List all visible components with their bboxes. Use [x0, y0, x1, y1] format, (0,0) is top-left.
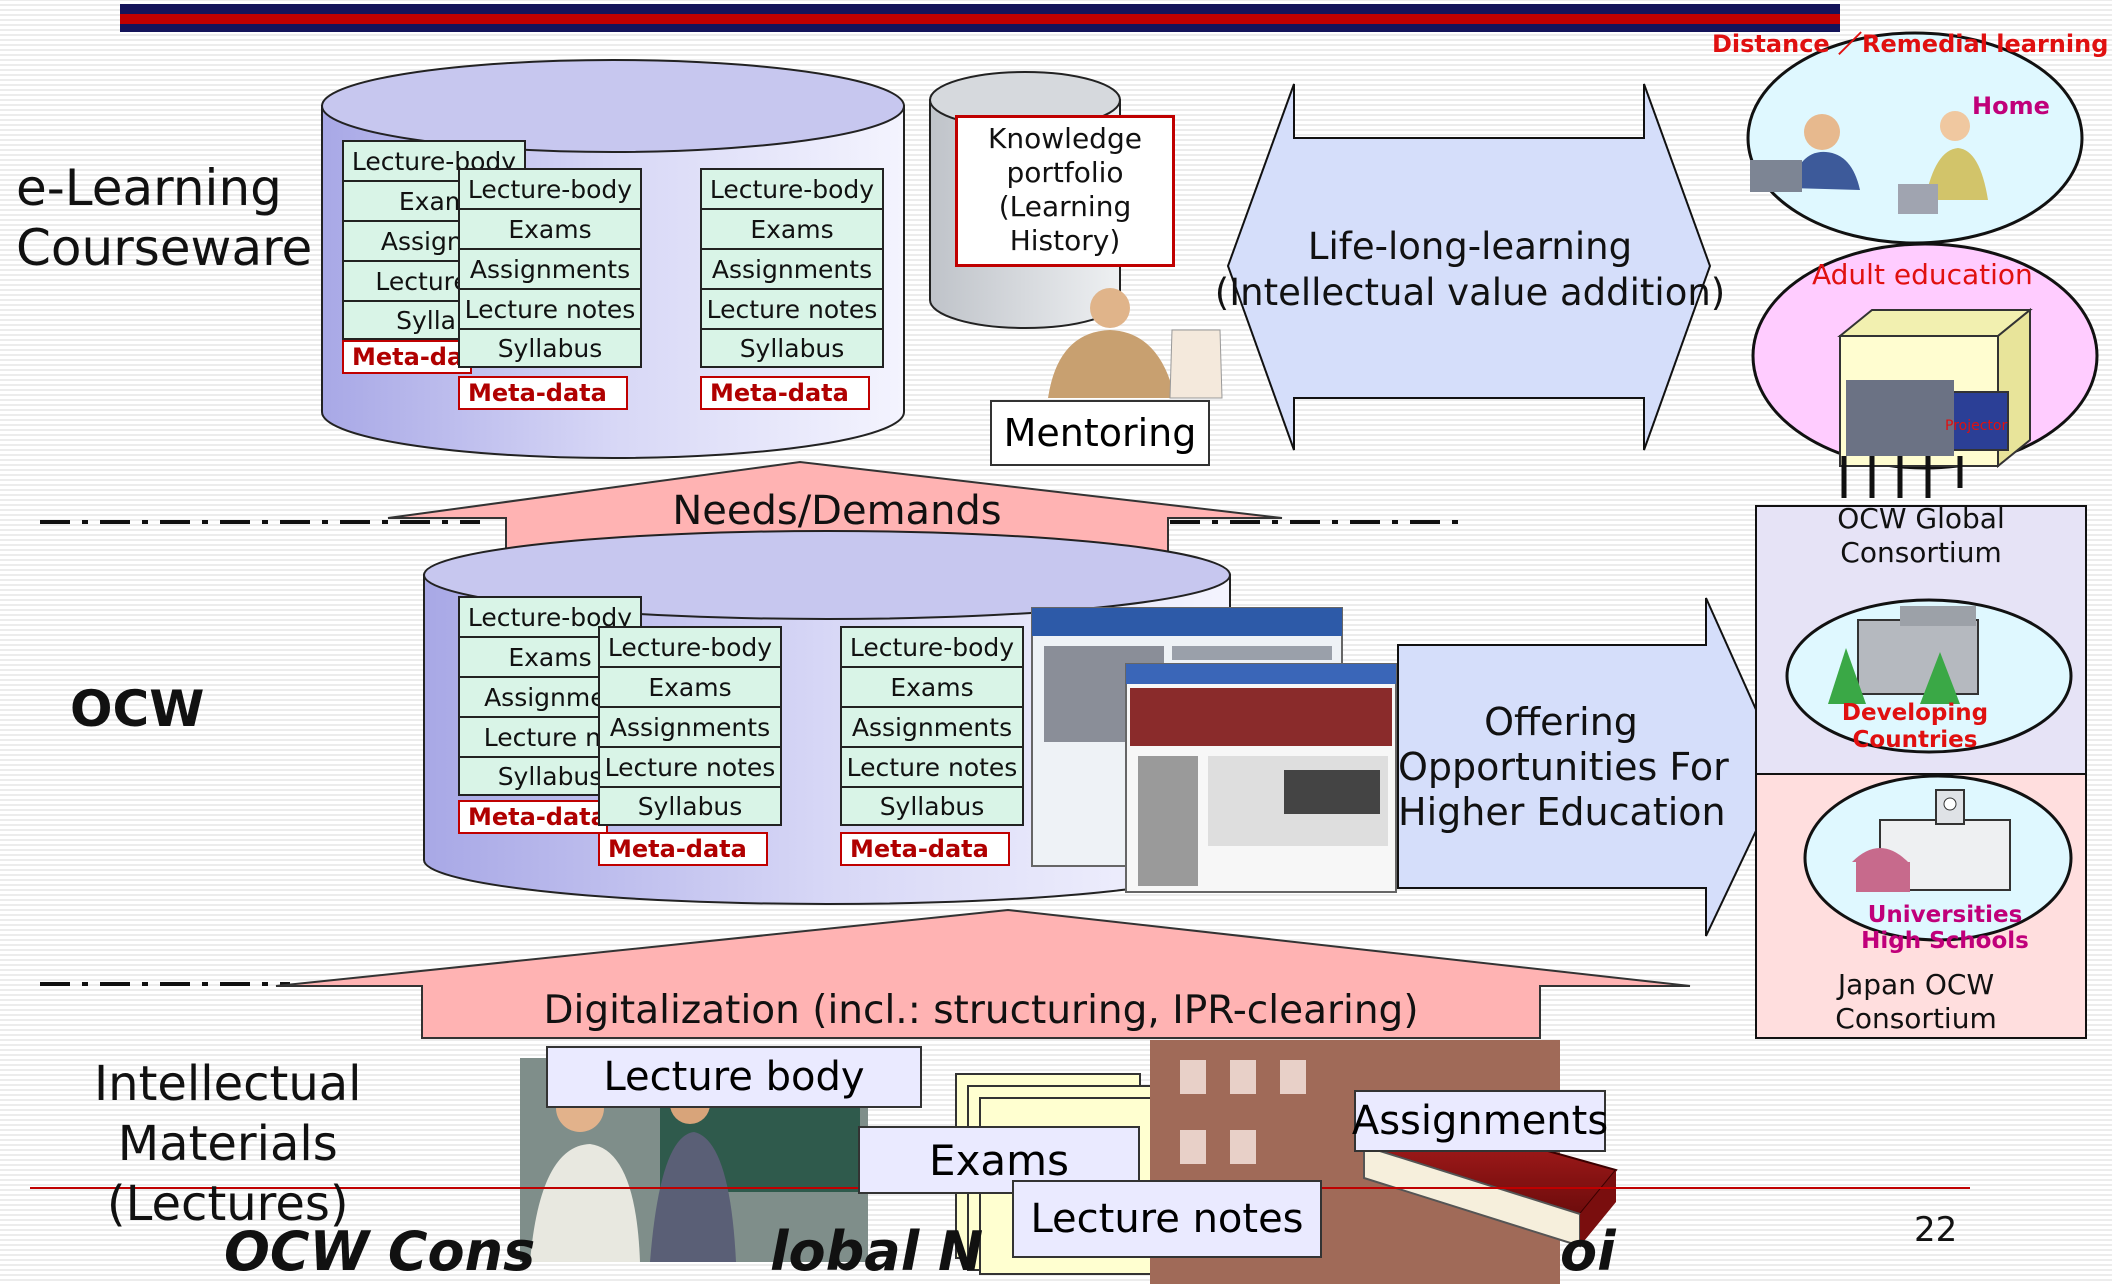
- courseware-row: Exams: [458, 208, 642, 250]
- section-label-ocw: OCW: [70, 680, 205, 738]
- universities-line: High Schools: [1861, 928, 2029, 954]
- knowledge-portfolio-line: portfolio: [1006, 156, 1124, 189]
- meta-data-label: Meta-data: [700, 376, 870, 410]
- section-label-elearning: e-Learning Courseware: [16, 158, 312, 278]
- japan-ocw-line: Consortium: [1835, 1002, 1997, 1035]
- meta-data-label: Meta-data: [458, 800, 608, 834]
- courseware-row: Exams: [598, 666, 782, 708]
- offering-label: Offering Opportunities For Higher Educat…: [1398, 700, 1729, 835]
- digitalization-label: Digitalization (incl.: structuring, IPR-…: [543, 988, 1419, 1033]
- page-number: 22: [1914, 1210, 1958, 1250]
- material-card-assignments: Assignments: [1352, 1090, 1608, 1152]
- courseware-row: Lecture notes: [840, 746, 1024, 788]
- courseware-row: Syllabus: [458, 328, 642, 368]
- meta-data-label: Meta-data: [458, 376, 628, 410]
- section-label-materials-line1: Intellectual: [94, 1056, 362, 1112]
- japan-ocw-label: Japan OCW Consortium: [1756, 968, 2076, 1036]
- ocw-global-label: OCW Global Consortium: [1756, 502, 2086, 570]
- courseware-stack-elearning-right: Lecture-body Exams Assignments Lecture n…: [700, 168, 884, 410]
- developing-countries-buildings: [1828, 606, 1979, 704]
- material-card-lecture-notes: Lecture notes: [1012, 1180, 1322, 1258]
- meta-data-label: Meta-data: [840, 832, 1010, 866]
- courseware-row: Syllabus: [700, 328, 884, 368]
- separator-line: [40, 520, 1460, 986]
- classroom-illustration: [1837, 307, 2033, 498]
- material-card-lecture-body: Lecture body: [546, 1046, 922, 1108]
- courseware-row: Lecture-body: [700, 168, 884, 210]
- knowledge-portfolio-line: Knowledge: [988, 122, 1142, 155]
- university-website-screenshot: [1125, 663, 1397, 893]
- offering-line: Offering: [1484, 700, 1638, 744]
- ocw-global-line: Consortium: [1840, 536, 2002, 569]
- meta-data-label: Meta-data: [598, 832, 768, 866]
- courseware-stack-ocw-right: Lecture-body Exams Assignments Lecture n…: [840, 626, 1024, 866]
- needs-arrow: [387, 460, 1283, 554]
- material-card-exams: Exams: [858, 1126, 1140, 1194]
- courseware-stack-ocw-front: Lecture-body Exams Assignments Lecture n…: [598, 626, 782, 866]
- lifelong-learning-line: (Intellectual value addition): [1214, 271, 1726, 314]
- courseware-row: Lecture-body: [840, 626, 1024, 668]
- courseware-row: Syllabus: [840, 786, 1024, 826]
- universities-line: Universities: [1867, 902, 2023, 928]
- courseware-row: Lecture notes: [598, 746, 782, 788]
- section-label-elearning-line1: e-Learning: [16, 159, 282, 217]
- courseware-row: Assignments: [700, 248, 884, 290]
- mentor-figure: [1048, 288, 1223, 399]
- courseware-row: Lecture notes: [700, 288, 884, 330]
- home-label: Home: [1972, 92, 2050, 120]
- lifelong-learning-line: Life-long-learning: [1307, 225, 1633, 268]
- distance-learning-label: Distance ／Remedial learning: [1712, 30, 2109, 58]
- needs-demands-label: Needs/Demands: [672, 488, 1002, 534]
- courseware-row: Exams: [840, 666, 1024, 708]
- offering-arrow: [1397, 597, 1786, 937]
- adult-education-label: Adult education: [1812, 258, 2033, 291]
- offering-line: Opportunities For: [1398, 745, 1729, 789]
- offering-line: Higher Education: [1398, 790, 1726, 834]
- developing-countries-line: Countries: [1852, 727, 1978, 753]
- courseware-row: Syllabus: [598, 786, 782, 826]
- universities-label: Universities High Schools: [1830, 902, 2060, 954]
- footer-title-fragment: lobal N: [770, 1220, 984, 1283]
- developing-countries-label: Developing Countries: [1800, 700, 2030, 754]
- knowledge-portfolio-line: History): [1009, 224, 1121, 257]
- courseware-row: Assignments: [458, 248, 642, 290]
- footer-title-fragment: OCW Cons: [224, 1220, 536, 1283]
- section-label-materials-line3: (Lectures): [106, 1176, 349, 1232]
- courseware-row: Exams: [700, 208, 884, 250]
- section-label-materials: Intellectual Materials (Lectures): [94, 1054, 362, 1234]
- courseware-row: Lecture-body: [458, 168, 642, 210]
- section-label-materials-line2: Materials: [117, 1116, 338, 1172]
- courseware-row: Assignments: [840, 706, 1024, 748]
- courseware-row: Lecture-body: [598, 626, 782, 668]
- developing-countries-line: Developing: [1841, 700, 1989, 726]
- ocw-global-line: OCW Global: [1837, 502, 2005, 535]
- university-buildings: [1852, 789, 2011, 892]
- knowledge-portfolio-line: (Learning: [998, 190, 1132, 223]
- digitalization-arrow: [275, 908, 1691, 1039]
- title-bar: [120, 4, 1840, 32]
- courseware-row: Assignments: [598, 706, 782, 748]
- lifelong-double-arrow: [1226, 83, 1712, 451]
- meta-data-label: Meta-da: [342, 340, 472, 374]
- courseware-stack-elearning-front: Lecture-body Exams Assignments Lecture n…: [458, 168, 642, 410]
- footer-title-fragment: oi: [1560, 1220, 1616, 1283]
- lifelong-learning-label: Life-long-learning (Intellectual value a…: [1206, 224, 1734, 316]
- home-learners-illustration: [1750, 111, 1988, 214]
- mentoring-label: Mentoring: [990, 400, 1210, 466]
- courseware-row: Lecture notes: [458, 288, 642, 330]
- section-label-elearning-line2: Courseware: [16, 219, 313, 277]
- knowledge-portfolio-card: Knowledge portfolio (Learning History): [955, 115, 1175, 267]
- projector-label: Projector: [1945, 418, 2008, 434]
- japan-ocw-line: Japan OCW: [1837, 968, 1995, 1001]
